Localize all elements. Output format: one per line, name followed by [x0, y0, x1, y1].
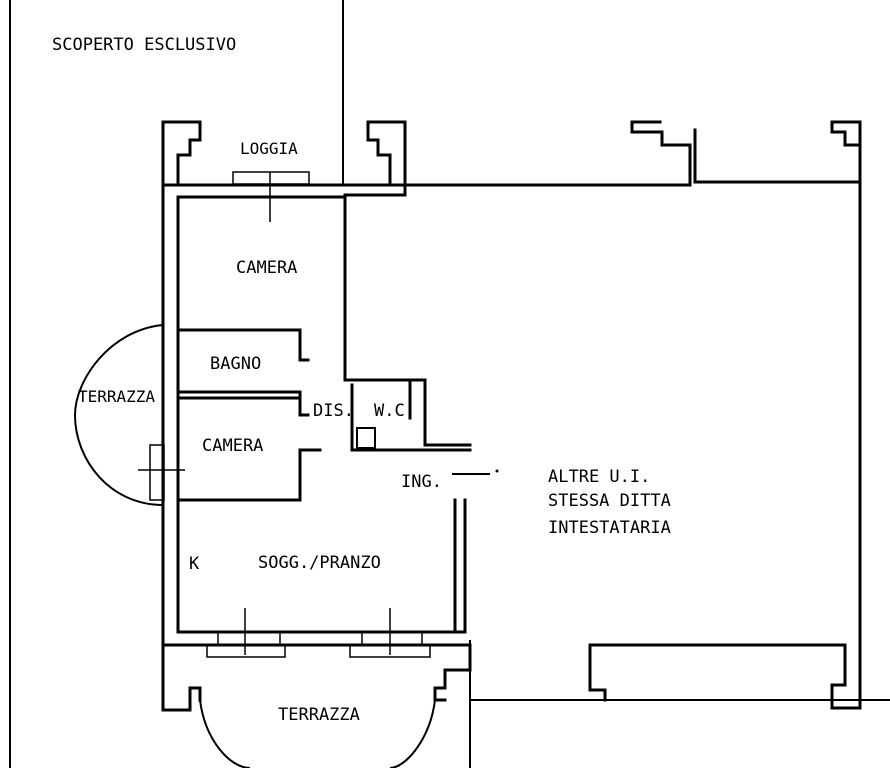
- loggia-outline: [161, 120, 407, 222]
- left-terrace: [73, 324, 185, 506]
- label-wc: W.C.: [374, 401, 415, 421]
- label-sogg-pranzo: SOGG./PRANZO: [258, 553, 381, 573]
- label-altre-ui: ALTRE U.I.: [548, 467, 650, 487]
- label-ing: ING.: [401, 472, 442, 492]
- label-intestataria: INTESTATARIA: [548, 518, 671, 538]
- label-camera-mid: CAMERA: [202, 436, 263, 456]
- label-scoperto-esclusivo: SCOPERTO ESCLUSIVO: [52, 35, 236, 55]
- interior-partitions: [176, 328, 412, 502]
- label-dis: DIS.: [313, 401, 354, 421]
- label-terrazza-bottom: TERRAZZA: [278, 705, 360, 725]
- label-bagno: BAGNO: [210, 354, 261, 374]
- label-terrazza-left: TERRAZZA: [78, 387, 155, 406]
- adjacent-units-outline: [403, 120, 862, 710]
- label-loggia: LOGGIA: [240, 139, 298, 158]
- label-stessa-ditta: STESSA DITTA: [548, 491, 671, 511]
- label-camera-top: CAMERA: [236, 258, 297, 278]
- entrance-marks: [452, 469, 499, 475]
- label-k: K: [189, 554, 200, 574]
- bottom-terrace: [188, 608, 472, 768]
- property-boundary: [9, 0, 890, 768]
